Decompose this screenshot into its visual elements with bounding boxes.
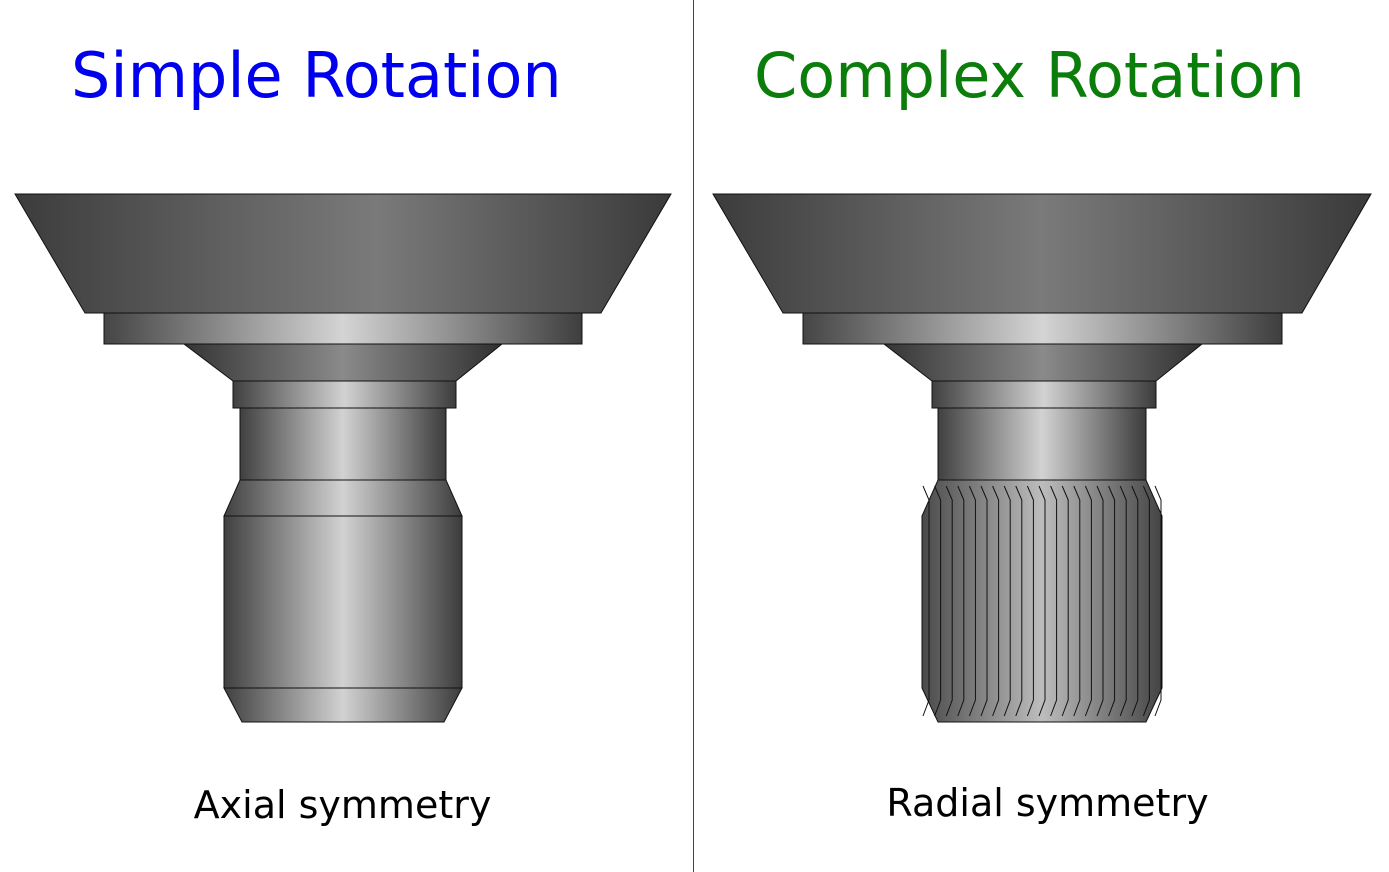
spline-tooth bbox=[922, 485, 930, 717]
axial-symmetry-caption: Axial symmetry bbox=[193, 783, 492, 827]
spline-tooth bbox=[1061, 485, 1069, 717]
spline-tooth bbox=[1108, 485, 1116, 717]
radial-symmetry-caption: Radial symmetry bbox=[886, 781, 1209, 825]
tapered-neck bbox=[882, 343, 1204, 382]
spline-tooth bbox=[1096, 485, 1104, 717]
spline-tooth bbox=[945, 485, 953, 717]
radial-part-illustration bbox=[712, 193, 1372, 723]
spline-tooth bbox=[968, 485, 976, 717]
cone-cap bbox=[712, 193, 1372, 314]
spline-teeth bbox=[922, 485, 1162, 717]
spline-tooth bbox=[1119, 485, 1127, 717]
panel-divider bbox=[693, 0, 694, 872]
neck-ring bbox=[232, 380, 457, 409]
spline-tooth bbox=[1026, 485, 1034, 717]
spline-tooth bbox=[992, 485, 1000, 717]
upper-shaft bbox=[239, 407, 447, 481]
spline-tooth bbox=[1015, 485, 1023, 717]
chamfered-tip bbox=[223, 687, 463, 723]
spline-tooth bbox=[1073, 485, 1081, 717]
axial-part-illustration bbox=[14, 193, 672, 723]
collar-ring bbox=[103, 312, 583, 345]
collar-ring bbox=[802, 312, 1283, 345]
spline-tooth bbox=[1131, 485, 1139, 717]
cone-cap bbox=[14, 193, 672, 314]
spline-tooth bbox=[1084, 485, 1092, 717]
spline-tooth bbox=[957, 485, 965, 717]
simple-rotation-panel: Simple Rotation bbox=[0, 0, 693, 872]
complex-rotation-title: Complex Rotation bbox=[754, 39, 1305, 112]
upper-shaft bbox=[937, 407, 1147, 481]
spline-tooth bbox=[934, 485, 942, 717]
simple-rotation-title: Simple Rotation bbox=[71, 39, 562, 112]
shaft-flare bbox=[223, 479, 463, 517]
splined-shaft bbox=[921, 479, 1163, 723]
spline-tooth bbox=[1050, 485, 1058, 717]
spline-tooth bbox=[1142, 485, 1150, 717]
spline-tooth bbox=[1003, 485, 1011, 717]
spline-tooth bbox=[1154, 485, 1162, 717]
spline-tooth bbox=[1038, 485, 1046, 717]
tapered-neck bbox=[182, 343, 504, 382]
neck-ring bbox=[931, 380, 1157, 409]
main-shaft bbox=[223, 515, 463, 689]
spline-tooth bbox=[980, 485, 988, 717]
complex-rotation-panel: Complex Rotation bbox=[694, 0, 1389, 872]
